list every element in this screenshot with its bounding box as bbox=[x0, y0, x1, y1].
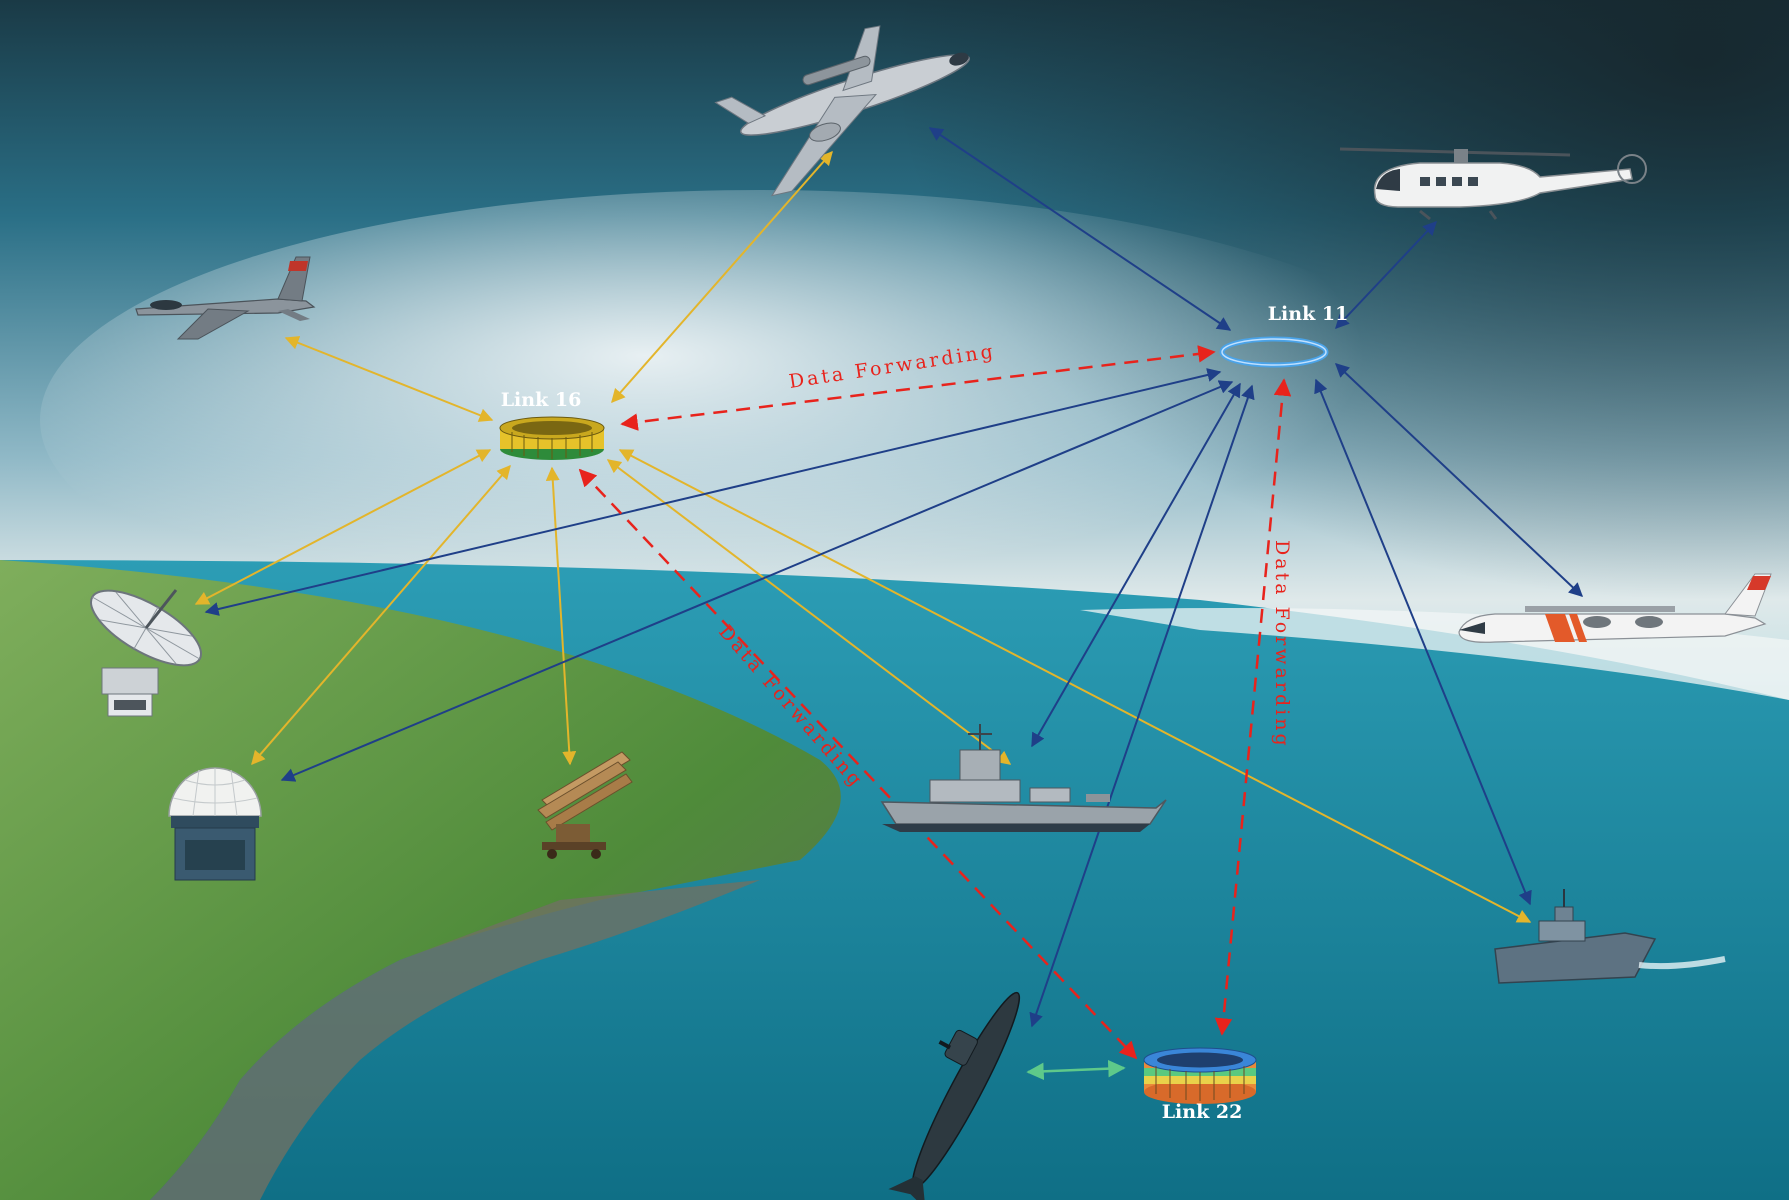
link22-label: Link 22 bbox=[1162, 1101, 1243, 1123]
helicopter-icon bbox=[1339, 147, 1647, 221]
patrol-aircraft-icon bbox=[1458, 573, 1772, 643]
link11-to-helicopter bbox=[1335, 220, 1437, 330]
forwarding-link16-link22 bbox=[578, 468, 1138, 1060]
link16-label: Link 16 bbox=[501, 389, 582, 411]
link11-to-awacs bbox=[928, 127, 1232, 331]
submarine-icon bbox=[888, 991, 1021, 1200]
link11-label: Link 11 bbox=[1268, 303, 1349, 325]
link22-hub: Link 22 bbox=[1143, 1047, 1257, 1123]
satellite-dish-icon bbox=[89, 589, 203, 717]
radar-dome-icon bbox=[168, 767, 262, 881]
link16-ring-icon bbox=[499, 416, 605, 460]
forwarding-link16-link11 bbox=[620, 345, 1216, 431]
link22-ring-icon bbox=[1143, 1047, 1257, 1104]
missile-launcher-icon bbox=[537, 751, 633, 859]
link11-ring-icon bbox=[1219, 336, 1329, 368]
destroyer-ship-icon bbox=[880, 724, 1167, 832]
forwarding-link11-link22 bbox=[1214, 378, 1292, 1036]
fighter-jet-icon bbox=[135, 256, 316, 340]
link16-hub: Link 16 bbox=[499, 389, 605, 460]
link22-to-submarine bbox=[1026, 1059, 1126, 1081]
data-forwarding-links bbox=[578, 345, 1292, 1060]
link11-to-patrol-boat bbox=[1314, 378, 1532, 906]
link11-hub: Link 11 bbox=[1219, 303, 1349, 368]
patrol-boat-icon bbox=[1494, 889, 1726, 984]
awacs-aircraft-icon bbox=[714, 25, 970, 197]
rocky-shore bbox=[150, 880, 760, 1200]
forwarding-label-l11-l22: Data Forwarding bbox=[1271, 540, 1293, 749]
